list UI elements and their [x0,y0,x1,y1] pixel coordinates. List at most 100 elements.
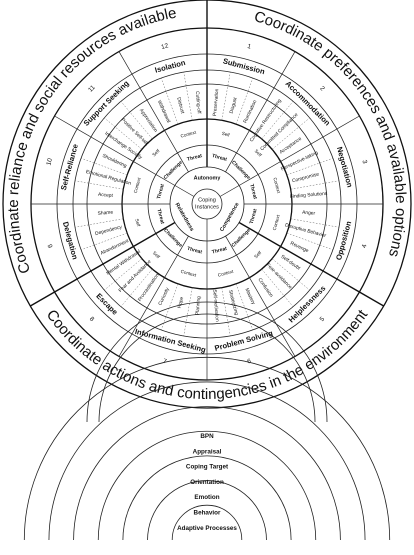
family-number: 2 [318,85,326,93]
appraisal-label: Threat [156,183,166,200]
subfamily-label: Self-motivation [211,289,220,322]
subfamily-label: Procrastination [137,272,161,302]
legend-rings [23,301,391,541]
family-number: 10 [45,157,54,166]
family-divider [118,51,189,173]
family-number: 6 [247,358,253,366]
bpn-label: Relatedness [174,202,195,233]
outer-sector-divider [359,291,385,307]
appraisal-label: Threat [155,208,165,225]
wheel-outer-border [2,0,412,409]
subfamily-label: Rumination [242,99,258,124]
subfamily-label: Compromise [291,171,320,184]
legend-outer-arc [86,301,328,423]
orientation-label: Context [272,214,281,231]
orientation-label: Context [180,130,197,139]
legend-level-label: Behavior [194,510,221,517]
subfamily-label: Fear-avoidance [265,262,293,290]
subfamily-divider [183,287,193,337]
wheel-structure [2,0,412,409]
orientation-label: Context [180,269,197,278]
family-number: 1 [247,43,253,51]
subfamily-label: Accept [98,192,114,199]
subfamily-label: Shame [97,209,113,216]
family-name: Opposition [334,220,353,261]
center-label-line2: Instances [195,205,219,211]
family-divider [238,115,360,186]
appraisal-label: Threat [187,153,204,163]
outer-sector-divider [29,291,55,307]
appraisal-label: Threat [248,184,258,201]
subfamily-label: Disruptive Behavior [284,222,327,239]
legend-level-label: Appraisal [193,448,222,455]
family-name: Escape [94,291,119,316]
orientation-label: Context [272,177,281,194]
orientation-label: Self [254,148,264,158]
legend-level-label: Orientation [190,479,224,486]
orientation-label: Self [134,218,141,228]
appraisal-label: Threat [211,153,228,163]
subfamily-label: Cutting-off [194,91,202,115]
center-label-line1: Coping [198,198,216,204]
family-divider [225,51,296,173]
family-number: 3 [360,159,368,165]
family-number: 12 [161,42,170,51]
family-number: 7 [162,358,168,366]
subfamily-label: Confusion [256,277,274,299]
legend-arc [73,406,341,541]
bpn-divider [219,185,240,197]
subfamily-label: Preservation [212,88,220,116]
legend-level-label: Coping Target [186,464,229,471]
family-number: 5 [319,315,327,323]
bpn-label: Autonomy [194,175,221,181]
subfamily-label: Perspective-taking [280,150,319,173]
family-divider [54,115,176,186]
legend-arc [23,356,391,541]
legend-level-label: Emotion [194,494,219,501]
orientation-label: Self [221,131,231,138]
appraisal-label: Threat [211,246,228,256]
bpn-label: Competence [219,202,240,233]
legend-outer-arc [98,313,316,423]
subfamily-label: Anger [302,210,316,217]
family-name: Delegation [61,221,80,261]
subfamily-label: Disgust [229,96,239,114]
subfamily-label: Appreciation [138,108,159,134]
subfamily-label: Dependency [95,224,124,237]
subfamily-label: Abandonment [100,238,131,257]
subfamily-divider [183,71,193,121]
family-name: Submission [222,56,266,76]
legend-arc [171,504,243,541]
bpn-divider [174,185,195,197]
subfamily-label: Mastery [243,287,256,306]
subfamily-label: Planning [195,296,203,316]
orientation-label: Self [253,250,263,260]
legend-arc [122,455,292,541]
family-number: 4 [361,243,369,249]
appraisal-label: Threat [249,208,259,225]
family-divider [225,235,296,357]
orientation-label: Self [152,250,162,260]
appraisal-label: Threat [186,246,203,256]
subfamily-label: Withdrawal [156,99,172,123]
legend-level-label: BPN [200,433,214,440]
orientation-label: Self [151,148,161,158]
subfamily-label: Hope [176,296,185,309]
family-number: 11 [87,84,97,94]
legend-arc [147,480,267,541]
legend-level-label: Adaptive Processes [177,525,237,532]
sector-divider-main [54,221,176,293]
sector-divider-main [238,221,360,293]
legend-arc [48,381,366,541]
orientation-label: Context [217,269,234,278]
family-number: 8 [88,316,96,324]
subfamily-label: Strategizing [227,289,240,316]
subfamily-label: Curiosity [157,286,171,306]
orientation-label: Context [133,176,142,193]
subfamily-label: Acceptance [279,136,304,156]
subfamily-label: Emotional Regulation [85,169,132,187]
family-number: 9 [46,244,54,250]
family-divider [118,235,189,357]
